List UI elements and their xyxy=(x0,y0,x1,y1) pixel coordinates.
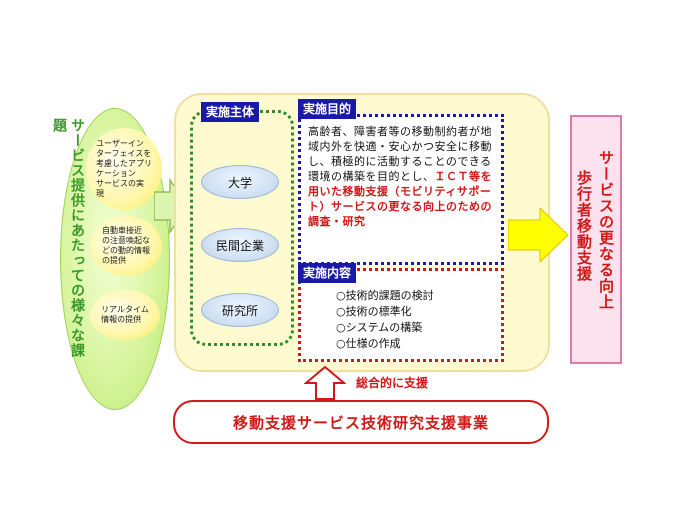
content-item: ○技術の標準化 xyxy=(336,305,412,318)
entity-private-company: 民間企業 xyxy=(201,228,279,262)
content-list: ○技術的課題の検討 ○技術の標準化 ○システムの構築 ○仕様の作成 xyxy=(336,288,434,352)
entity-research-institute: 研究所 xyxy=(201,293,279,327)
purpose-text-normal: 高齢者、障害者等の移動制約者が地域内外を快適・安心かつ安全に移動し、積極的に活動… xyxy=(308,125,492,183)
support-label: 総合的に支援 xyxy=(356,376,429,390)
arrow-up-outline-icon xyxy=(304,365,346,400)
purpose-text: 高齢者、障害者等の移動制約者が地域内外を快適・安心かつ安全に移動し、積極的に活動… xyxy=(308,124,493,229)
purpose-text-highlight: ＩＣＴ等を用いた移動支援（モビリティサポート）サービスの更なる向上のための調査・… xyxy=(308,170,492,228)
subject-tag: 実施主体 xyxy=(201,102,260,122)
issue-text: 自動車接近 の注意喚起な どの動的情報 の提供 xyxy=(102,226,150,265)
issue-bubble-dynamic-info: 自動車接近 の注意喚起な どの動的情報 の提供 xyxy=(90,216,162,276)
result-line-service-improvement: サービスの更なる向上 xyxy=(597,150,615,310)
content-item: ○技術的課題の検討 xyxy=(336,289,434,302)
purpose-box xyxy=(298,114,504,265)
content-item: ○仕様の作成 xyxy=(336,337,401,350)
issue-bubble-realtime-info: リアルタイム 情報の提供 xyxy=(90,290,160,340)
content-tag: 実施内容 xyxy=(298,263,357,283)
program-title: 移動支援サービス技術研究支援事業 xyxy=(232,413,489,432)
purpose-tag: 実施目的 xyxy=(298,99,357,119)
content-box xyxy=(298,268,504,362)
issue-text: リアルタイム 情報の提供 xyxy=(101,305,149,324)
issues-vertical-label: サービス提供にあたっての様々な課題 xyxy=(51,118,85,358)
entity-university: 大学 xyxy=(201,165,279,199)
result-box xyxy=(570,115,622,364)
issue-bubble-ui-app: ユーザーイン ターフェイスを 考慮したアプリ ケーション サービスの実 現 xyxy=(86,128,162,210)
arrow-right-yellow-icon xyxy=(508,208,569,262)
program-box: 移動支援サービス技術研究支援事業 xyxy=(173,400,549,444)
issue-text: ユーザーイン ターフェイスを 考慮したアプリ ケーション サービスの実 現 xyxy=(96,139,152,198)
result-line-pedestrian-support: 歩行者移動支援 xyxy=(575,170,593,282)
content-item: ○システムの構築 xyxy=(336,321,423,334)
